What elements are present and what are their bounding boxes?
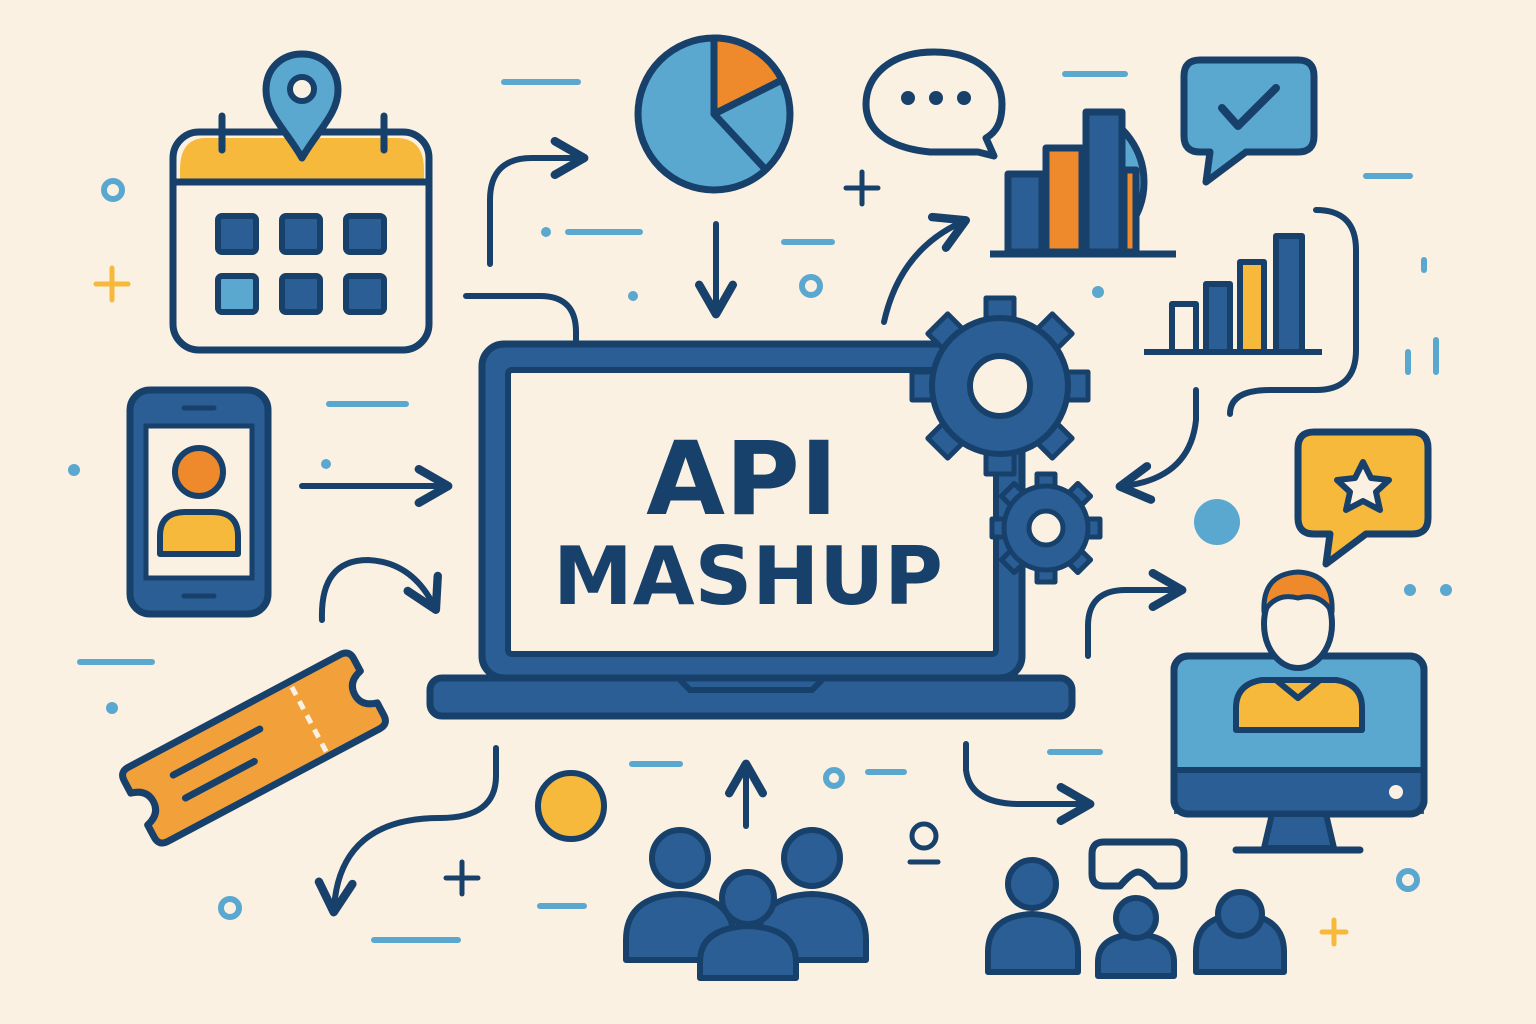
decorative-rings (101, 178, 1420, 920)
users-group-icon (985, 857, 1287, 979)
headline-line-2: MASHUP (553, 530, 943, 623)
laptop-icon (426, 340, 1076, 720)
small-bar-chart-icon (1144, 233, 1322, 355)
decorative-dashes (77, 71, 1439, 943)
smartphone-contact-icon (126, 386, 272, 618)
users-group-icon (623, 827, 869, 981)
vr-headset-icon (1088, 838, 1188, 890)
star-bubble-icon (1294, 428, 1432, 568)
location-pin-icon (262, 50, 342, 162)
ticket-icon (119, 649, 389, 847)
speech-bubble-icon (862, 48, 1006, 160)
pie-chart-icon (634, 34, 794, 194)
checkmark-bubble-icon (1180, 56, 1318, 186)
decorative-circle (535, 770, 607, 842)
headline-line-1: API (646, 420, 838, 539)
small-person-icon (907, 821, 941, 865)
headline: API MASHUP (553, 420, 943, 623)
decorative-dots (68, 227, 1452, 714)
gear-icon (909, 295, 1091, 477)
user-monitor-icon (1170, 569, 1428, 854)
bar-chart-icon (990, 108, 1176, 258)
decorative-plus-signs (93, 169, 1349, 947)
gear-icon (989, 471, 1103, 585)
connector-arrows (299, 137, 1359, 917)
